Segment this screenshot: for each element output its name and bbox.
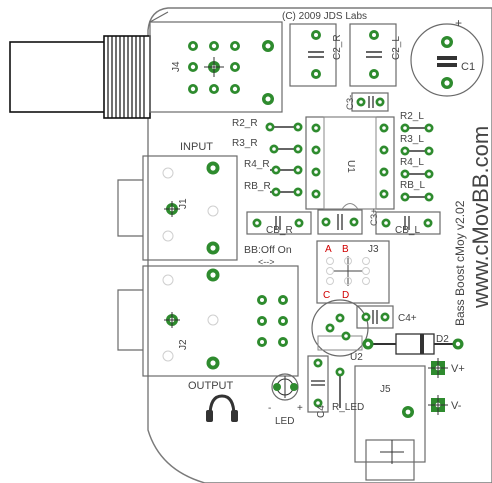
v-plus-label: V+	[451, 363, 465, 375]
led-minus-label: -	[268, 403, 271, 414]
r3-l-label: R3_L	[400, 134, 424, 145]
led-component: - + LED	[268, 373, 303, 427]
svg-text:+: +	[455, 16, 462, 30]
cb-l-capacitor: CB_L	[375, 211, 441, 236]
j2-label: J2	[178, 339, 189, 350]
c4-plus-capacitor: C4+	[356, 305, 417, 329]
rb-l-label: RB_L	[400, 180, 425, 191]
u2-label: U2	[350, 352, 363, 363]
j5-label: J5	[380, 384, 391, 395]
led-label: LED	[275, 416, 294, 427]
led-plus-label: +	[297, 403, 303, 414]
j3-d-label: D	[342, 290, 349, 301]
input-label: INPUT	[180, 141, 213, 153]
r2-l-label: R2_L	[400, 111, 424, 122]
r3-r-label: R3_R	[232, 138, 258, 149]
c1-capacitor: + C1	[410, 16, 484, 97]
right-channel-resistors: R2_R R3_R R4_R RB_R	[232, 118, 303, 197]
bb-switch-arrows: <-->	[258, 257, 275, 267]
copyright-text: (C) 2009 JDS Labs	[282, 11, 367, 22]
v-minus-label: V-	[451, 400, 462, 412]
j3-c-label: C	[323, 290, 330, 301]
cb-r-label: CB_R	[266, 225, 293, 236]
cb-l-label: CB_L	[395, 225, 420, 236]
c2-r-label: C2_R	[332, 34, 343, 60]
u1-label: U1	[345, 160, 356, 173]
cb-r-capacitor: CB_R	[246, 211, 312, 236]
c4-capacitor: C4	[307, 355, 329, 418]
c1-label: C1	[461, 61, 475, 73]
c3-minus-capacitor: C3-	[345, 92, 389, 112]
j3-a-label: A	[325, 244, 332, 255]
j4-pads	[188, 40, 274, 105]
c2-l-capacitor: C2_L	[349, 23, 402, 87]
bb-switch-label: BB:Off On	[244, 244, 292, 256]
j4-potentiometer: J4	[149, 11, 283, 113]
c3-plus-label: C3+	[369, 208, 380, 226]
j2-output-jack: J2	[117, 265, 299, 377]
website-text: www.cMovBB.com	[468, 126, 492, 309]
power-pads: V+ V-	[428, 358, 465, 415]
board-name-text: Bass Boost cMoy v2.02	[453, 200, 467, 326]
headphone-icon	[206, 394, 238, 422]
output-label: OUTPUT	[188, 380, 234, 392]
c4-plus-label: C4+	[398, 313, 417, 324]
c3-minus-label: C3-	[345, 95, 356, 110]
j1-label: J1	[178, 198, 189, 209]
c3-plus-capacitor: C3+	[317, 208, 380, 235]
c2-l-label: C2_L	[391, 36, 402, 60]
r-led-resistor: R_LED	[332, 367, 364, 413]
c4-label: C4	[316, 405, 327, 418]
u1-chip: U1	[305, 116, 395, 210]
d2-diode: D2	[362, 333, 464, 355]
j3-label: J3	[368, 244, 379, 255]
potentiometer-shaft	[9, 35, 151, 119]
j5-power-jack: J5	[354, 365, 426, 481]
j3-b-label: B	[342, 244, 349, 255]
j1-input-jack: INPUT J1	[117, 141, 238, 261]
left-channel-resistors: R2_L R3_L R4_L RB_L	[400, 111, 434, 202]
d2-label: D2	[436, 334, 449, 345]
r4-r-label: R4_R	[244, 159, 270, 170]
r-led-label: R_LED	[332, 402, 364, 413]
rb-r-label: RB_R	[244, 181, 271, 192]
j4-label: J4	[171, 61, 182, 72]
c2-r-capacitor: C2_R	[289, 23, 343, 87]
r2-r-label: R2_R	[232, 118, 258, 129]
r4-l-label: R4_L	[400, 157, 424, 168]
